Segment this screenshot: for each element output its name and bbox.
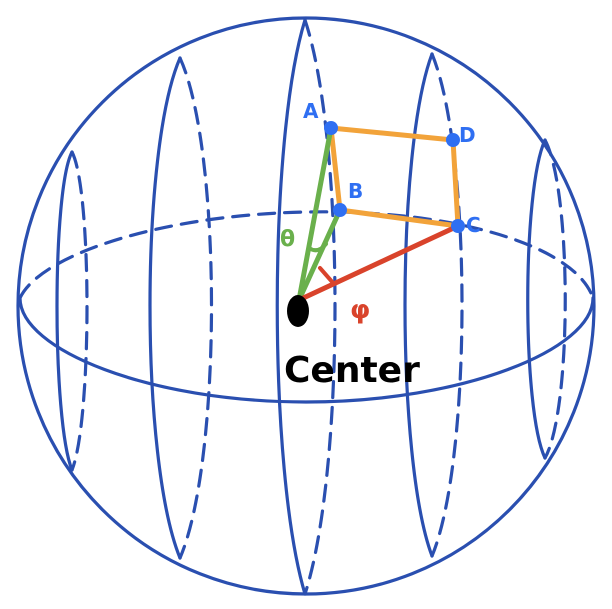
- line-center-to-b: [296, 207, 343, 303]
- point-a-label: A: [303, 99, 319, 123]
- phi-arc: [318, 266, 336, 286]
- point-d-dot: [446, 133, 460, 147]
- point-b-dot: [333, 203, 347, 217]
- center-dot: [287, 295, 309, 327]
- equator-back: [18, 210, 595, 300]
- point-c-label: C: [466, 213, 481, 237]
- point-b-label: B: [348, 179, 363, 203]
- meridian-2: [148, 56, 214, 560]
- phi-label: φ: [350, 295, 370, 325]
- meridian-3: [275, 18, 337, 596]
- theta-label: θ: [280, 227, 295, 252]
- meridian-5: [526, 138, 567, 460]
- surface-patch: [328, 125, 461, 229]
- equator-front: [18, 296, 595, 404]
- meridian-4: [403, 52, 464, 558]
- point-c-dot: [451, 219, 465, 233]
- line-center-to-a: [296, 125, 334, 303]
- point-a-dot: [324, 121, 338, 135]
- line-center-to-c: [296, 223, 461, 303]
- theta-arc: [307, 242, 328, 253]
- point-d-label: D: [459, 123, 476, 147]
- center-label: Center: [284, 350, 420, 391]
- meridian-1: [55, 150, 89, 472]
